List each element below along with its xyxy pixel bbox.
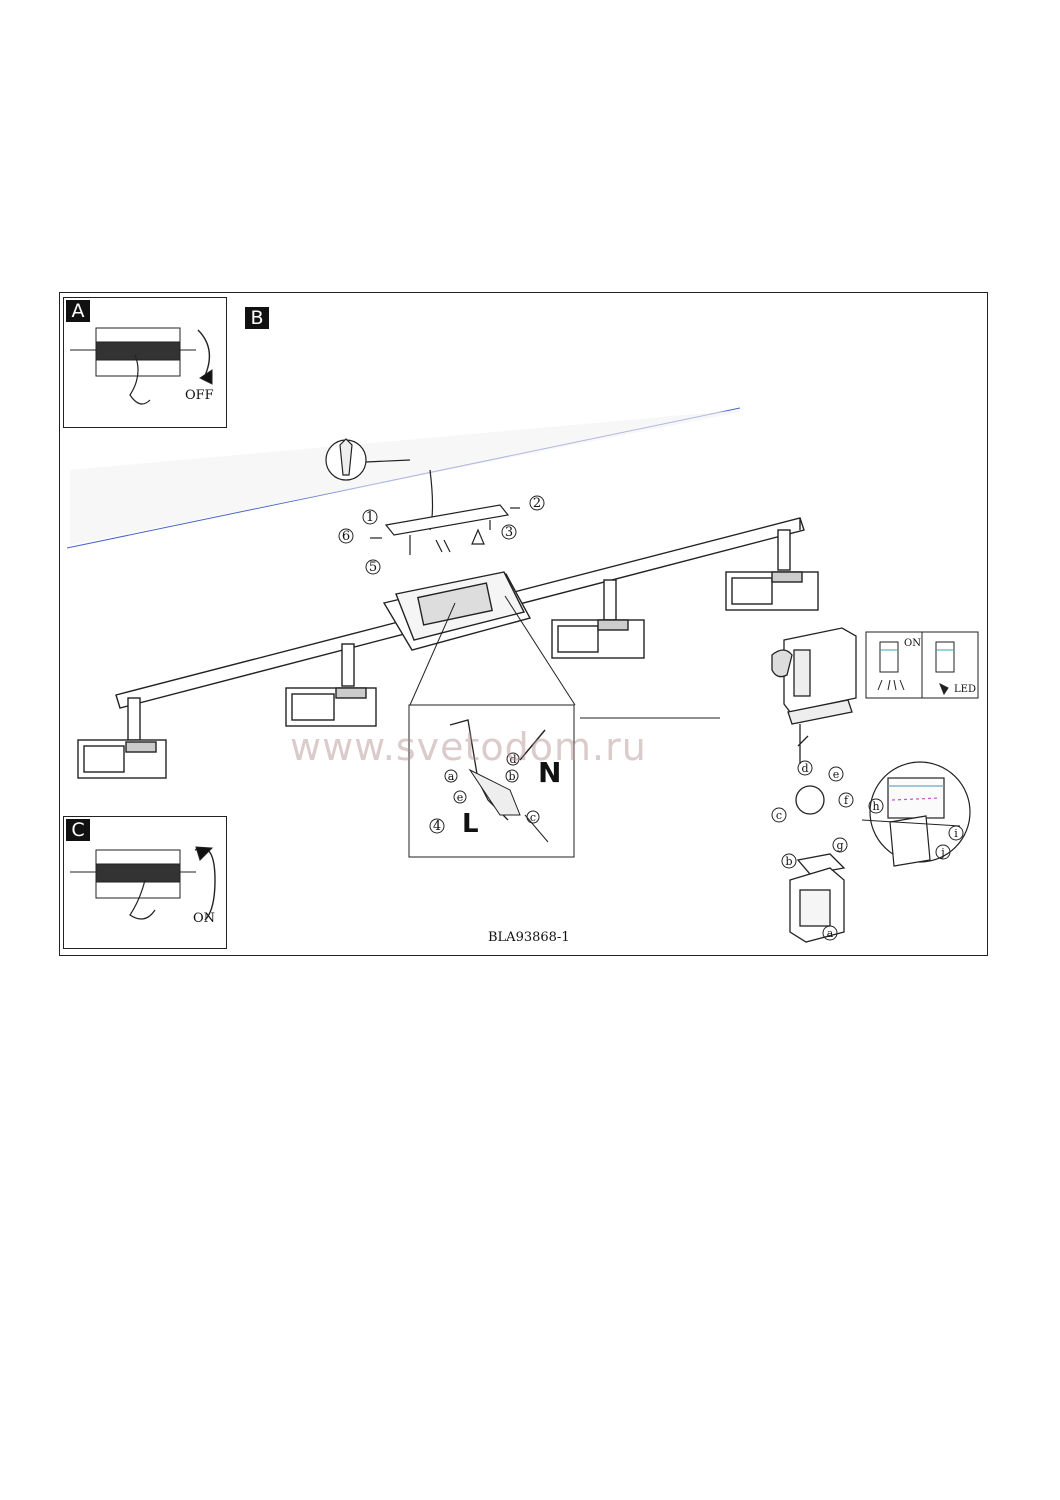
driver-box bbox=[382, 571, 576, 706]
panel-a-letter: A bbox=[66, 300, 90, 322]
step-j-fixture: j bbox=[939, 846, 944, 859]
step-1: 1 bbox=[366, 510, 374, 525]
watermark-text: www.svetodom.ru bbox=[290, 725, 647, 769]
step-5: 5 bbox=[369, 560, 377, 575]
step-a-detail: a bbox=[448, 770, 455, 783]
led-detail-magnifier bbox=[861, 761, 971, 867]
diagram-frame bbox=[59, 292, 988, 956]
panel-c-letter: C bbox=[66, 819, 90, 841]
inset-on-label: ON bbox=[904, 638, 921, 649]
breaker-panel-a bbox=[70, 327, 213, 405]
step-c-detail: c bbox=[530, 811, 536, 824]
step-c-fixture: c bbox=[776, 809, 782, 822]
off-label: OFF bbox=[185, 388, 214, 403]
step-6: 6 bbox=[342, 529, 350, 544]
panel-a-switch-off bbox=[63, 297, 227, 428]
step-e-detail: e bbox=[457, 791, 464, 804]
step-d-fixture: d bbox=[801, 762, 808, 775]
wire-live-label: L bbox=[462, 809, 479, 839]
spot-head-1 bbox=[77, 697, 167, 779]
step-4: 4 bbox=[433, 819, 441, 834]
step-markers bbox=[338, 495, 964, 941]
ceiling-surface bbox=[66, 407, 741, 549]
step-i-fixture: i bbox=[954, 827, 958, 840]
wiring-detail-box bbox=[408, 704, 720, 858]
step-g-fixture: g bbox=[836, 839, 843, 852]
drawing-code: BLA93868-1 bbox=[488, 930, 570, 945]
spot-head-4 bbox=[725, 529, 819, 611]
step-3: 3 bbox=[505, 525, 513, 540]
wall-plug-callout bbox=[325, 438, 411, 481]
wire-neutral-label: N bbox=[538, 756, 561, 789]
mounting-bracket bbox=[370, 469, 520, 555]
step-f-fixture: f bbox=[844, 794, 849, 807]
step-b-detail: b bbox=[508, 770, 515, 783]
step-a-fixture: a bbox=[827, 927, 834, 940]
breaker-panel-c bbox=[70, 846, 216, 921]
spot-head-3 bbox=[551, 579, 645, 659]
spot-head-2 bbox=[285, 643, 377, 727]
step-h-fixture: h bbox=[872, 800, 879, 813]
step-e-fixture: e bbox=[833, 768, 840, 781]
step-b-fixture: b bbox=[785, 855, 792, 868]
inset-led-label: LED bbox=[954, 684, 976, 695]
step-d-detail: d bbox=[509, 753, 516, 766]
status-inset bbox=[865, 631, 979, 699]
fixture-detail bbox=[771, 627, 857, 943]
panel-b-letter: B bbox=[245, 307, 269, 329]
step-2: 2 bbox=[533, 496, 541, 511]
